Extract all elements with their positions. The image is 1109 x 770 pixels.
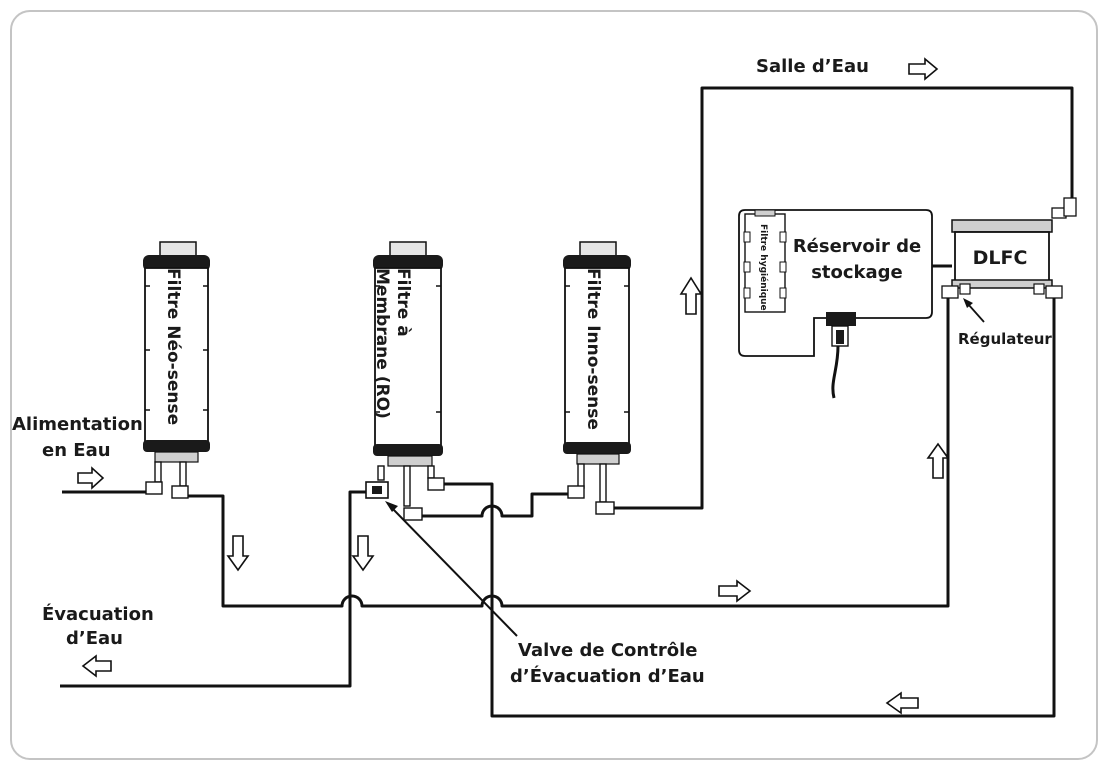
storage-tank: Filtre hygiénique Réservoir de stockage: [738, 209, 933, 399]
hygienic-filter-label: Filtre hygiénique: [758, 224, 769, 311]
inno-sense-filter-label: Filtre Inno-sense: [583, 268, 603, 430]
drain-valve-pointer: [391, 507, 518, 637]
pipe-inno-to-bathroom: [610, 86, 1074, 510]
arrow-right-main-icon: [718, 579, 752, 603]
pipe-ro-top-link: [440, 296, 1056, 718]
water-drain-label-line1: Évacuation: [42, 603, 154, 625]
pipe-drain: [60, 490, 368, 688]
tank-label-line1: Réservoir de: [793, 236, 921, 257]
tank-tap-icon: [826, 312, 856, 326]
membrane-filter-label-line1: Filtre à: [393, 268, 413, 337]
arrow-left-drain-icon: [81, 654, 112, 678]
water-supply-label-line2: en Eau: [42, 440, 111, 461]
neo-sense-filter: Filtre Néo-sense: [143, 241, 210, 499]
regulator-pointer-head: [963, 298, 973, 308]
arrow-down-neo-icon: [226, 535, 250, 572]
drain-valve-label-line1: Valve de Contrôle: [518, 640, 697, 661]
tank-label-line2: stockage: [811, 262, 903, 283]
arrow-up-inno-icon: [679, 276, 703, 315]
arrow-right-bathroom-icon: [908, 57, 939, 81]
water-supply-label-line1: Alimentation: [12, 414, 143, 435]
water-drain-label-line2: d’Eau: [66, 628, 123, 649]
neo-sense-filter-label: Filtre Néo-sense: [163, 268, 183, 425]
arrow-left-return-icon: [885, 691, 919, 715]
regulator-pointer: [967, 303, 985, 323]
arrow-down-ro-icon: [351, 535, 375, 572]
arrow-up-dlfc-icon: [926, 442, 950, 479]
pipe-ro-to-inno: [420, 492, 570, 518]
bathroom-label: Salle d’Eau: [756, 56, 869, 77]
dlfc-unit: DLFC: [941, 197, 1077, 299]
ro-membrane-filter: Filtre à Membrane (RO): [365, 241, 445, 521]
dlfc-label: DLFC: [973, 247, 1028, 269]
membrane-filter-label-line2: Membrane (RO): [372, 268, 392, 419]
arrow-right-supply-icon: [77, 466, 105, 490]
drain-valve-label-line2: d’Évacuation d’Eau: [510, 665, 705, 687]
hygienic-filter: [744, 213, 786, 313]
regulator-label: Régulateur: [958, 330, 1052, 348]
drain-valve-pointer-head: [385, 501, 398, 512]
pipe-neo-to-main: [185, 296, 950, 608]
inno-sense-filter: Filtre Inno-sense: [563, 241, 631, 515]
